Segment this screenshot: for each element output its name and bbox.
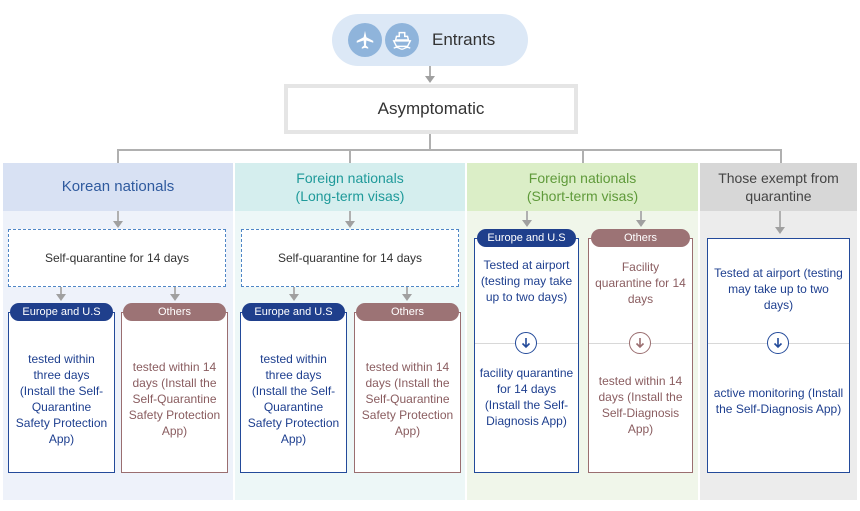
step-text: Facility quarantine for 14 days <box>595 260 686 306</box>
arrow-down-icon <box>170 294 180 301</box>
arrow-down-circle-icon <box>629 332 651 354</box>
europe-us-box: Tested at airport (testing may take up t… <box>474 238 579 473</box>
connector <box>117 149 119 163</box>
arrow-down-icon <box>775 227 785 234</box>
connector <box>174 287 176 295</box>
arrow-down-icon <box>345 221 355 228</box>
connector <box>582 149 584 163</box>
step-text: tested within 14 days (Install the Self-… <box>598 374 683 436</box>
connector <box>117 211 119 223</box>
europe-us-box: tested within three days (Install the Se… <box>240 312 347 473</box>
arrow-down-icon <box>402 294 412 301</box>
arrow-down-icon <box>56 294 66 301</box>
column-header: Foreign nationals (Long-term visas) <box>235 163 465 211</box>
europe-us-box: tested within three days (Install the Se… <box>8 312 115 473</box>
others-badge: Others <box>123 303 226 321</box>
others-box: Facility quarantine for 14 days tested w… <box>588 238 693 473</box>
connector <box>117 149 781 151</box>
airplane-icon <box>348 23 382 57</box>
step-text: Tested at airport (testing may take up t… <box>714 266 843 312</box>
arrow-down-icon <box>289 294 299 301</box>
entrants-node: Entrants <box>332 14 528 66</box>
connector <box>349 211 351 223</box>
asymptomatic-node: Asymptomatic <box>284 84 578 134</box>
others-badge: Others <box>591 229 690 247</box>
others-box: tested within 14 days (Install the Self-… <box>121 312 228 473</box>
connector <box>429 66 431 78</box>
arrow-down-icon <box>425 76 435 83</box>
connector <box>780 149 782 163</box>
arrow-down-icon <box>636 220 646 227</box>
step-text: active monitoring (Install the Self-Diag… <box>713 386 844 416</box>
self-quarantine-box: Self-quarantine for 14 days <box>8 229 226 287</box>
connector <box>60 287 62 295</box>
connector <box>429 134 431 150</box>
step-text: facility quarantine for 14 days (Install… <box>479 366 574 428</box>
others-box: tested within 14 days (Install the Self-… <box>354 312 461 473</box>
entrants-label: Entrants <box>432 30 496 49</box>
column-header: Those exempt from quarantine <box>700 163 857 211</box>
arrow-down-icon <box>113 221 123 228</box>
europe-us-badge: Europe and U.S <box>477 229 576 247</box>
connector <box>779 211 781 228</box>
europe-us-badge: Europe and U.S <box>242 303 345 321</box>
arrow-down-icon <box>522 220 532 227</box>
connector <box>526 211 528 221</box>
exempt-box: Tested at airport (testing may take up t… <box>707 238 850 473</box>
europe-us-badge: Europe and U.S <box>10 303 113 321</box>
connector <box>406 287 408 295</box>
step-text: Tested at airport (testing may take up t… <box>480 258 573 304</box>
connector <box>349 149 351 163</box>
ship-icon <box>385 23 419 57</box>
column-header: Foreign nationals (Short-term visas) <box>467 163 698 211</box>
arrow-down-circle-icon <box>515 332 537 354</box>
column-header: Korean nationals <box>3 163 233 211</box>
connector <box>293 287 295 295</box>
connector <box>640 211 642 221</box>
arrow-down-circle-icon <box>767 332 789 354</box>
self-quarantine-box: Self-quarantine for 14 days <box>241 229 459 287</box>
others-badge: Others <box>356 303 459 321</box>
